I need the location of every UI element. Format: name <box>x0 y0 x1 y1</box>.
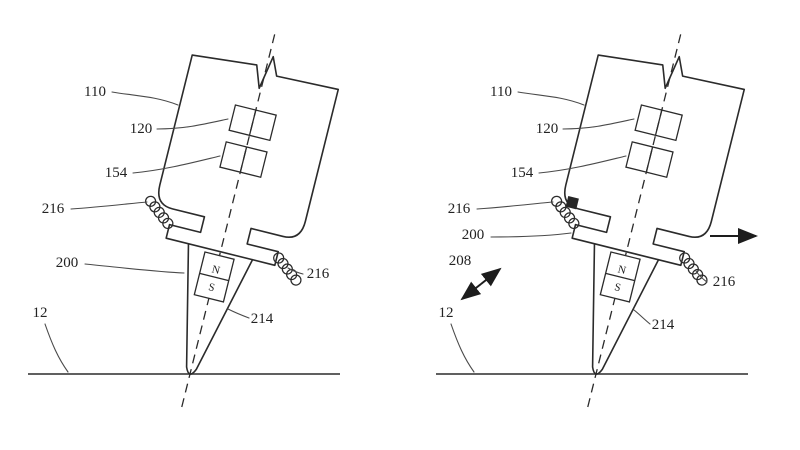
ref-label-110-left: 110 <box>84 84 106 100</box>
leader-216-left-right <box>476 201 554 210</box>
ref-label-12-left: 12 <box>33 305 48 321</box>
ref-label-208-right: 208 <box>449 253 472 269</box>
leader-216-right-right <box>695 270 708 283</box>
ref-label-154-left: 154 <box>105 165 128 181</box>
ref-label-216-right-right: 216 <box>713 274 736 290</box>
figure-right: 110 120 154 216 200 208 12 216 214 <box>436 11 766 428</box>
figure-left: 110 120 154 216 200 12 216 214 <box>28 11 360 428</box>
ref-label-214-right: 214 <box>652 317 675 333</box>
leader-110-left <box>111 91 179 106</box>
stylus-right <box>503 11 765 428</box>
tip-motion-arrow-down <box>460 281 482 301</box>
ref-label-200-left: 200 <box>56 255 79 271</box>
tip-motion-arrow-up <box>480 267 502 287</box>
leader-214-right <box>633 309 651 325</box>
leader-12-right <box>450 323 475 373</box>
ref-label-120-right: 120 <box>536 121 559 137</box>
ref-label-216-right-left: 216 <box>307 266 330 282</box>
ref-label-12-right: 12 <box>439 305 454 321</box>
leader-12-left <box>44 323 69 373</box>
stylus-left <box>97 11 359 428</box>
ref-label-216-left-left: 216 <box>42 201 65 217</box>
ref-label-154-right: 154 <box>511 165 534 181</box>
leader-214-left <box>227 308 250 319</box>
leader-200-right <box>490 232 572 238</box>
leader-216-left-left <box>70 201 148 210</box>
leader-200-left <box>84 263 185 274</box>
leader-154-left <box>132 155 221 174</box>
ref-label-110-right: 110 <box>490 84 512 100</box>
leader-216-right-left <box>287 267 304 275</box>
ref-label-200-right: 200 <box>462 227 485 243</box>
leader-120-left <box>156 118 229 130</box>
leader-110-right <box>517 91 585 106</box>
leader-120-right <box>562 118 635 130</box>
ref-label-214-left: 214 <box>251 311 274 327</box>
leader-154-right <box>538 155 627 174</box>
attachment-mark <box>565 195 579 210</box>
ref-label-120-left: 120 <box>130 121 153 137</box>
attachment-mark-group <box>565 195 579 210</box>
ref-label-216-left-right: 216 <box>448 201 471 217</box>
